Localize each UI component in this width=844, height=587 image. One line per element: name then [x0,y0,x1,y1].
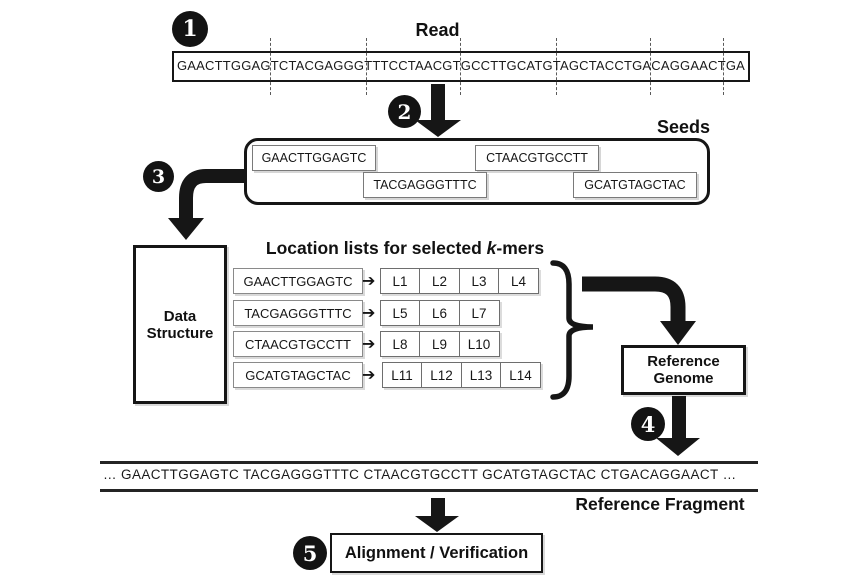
location-cell: L5 [379,300,421,326]
right-arrow-icon: ➔ [362,365,376,384]
right-arrow-icon: ➔ [362,334,376,353]
step-2-number: 2 [397,99,412,124]
read-segment-tick [270,38,271,95]
curly-brace-icon [550,260,594,400]
step-3-badge: 3 [143,161,174,192]
kmer-box: GAACTTGGAGTC [233,268,363,294]
alignment-verification-box: Alignment / Verification [330,533,543,573]
read-segment-tick [366,38,367,95]
location-cell: L2 [419,268,460,294]
seed-item: GAACTTGGAGTC [252,145,376,171]
location-cell: L11 [381,362,423,388]
seed-item: CTAACGTGCCTT [475,145,599,171]
read-box [172,51,750,82]
kmer-box: TACGAGGGTTTC [233,300,363,326]
step-5-badge: 5 [293,536,327,570]
location-cell: L1 [379,268,421,294]
location-lists-title-k: k [486,238,497,258]
data-structure-label-line1: Data [163,307,197,325]
location-lists-title-suffix: -mers [496,238,545,258]
arrow-down-read-to-seeds-icon [415,84,461,137]
location-lists-title-text: Location lists for selected [265,238,487,258]
location-cell: L8 [379,331,421,357]
data-structure-box: Data Structure [133,245,227,404]
kmer-box: CTAACGTGCCTT [233,331,363,357]
kmer-box: GCATGTAGCTAC [233,362,363,388]
location-cell: L14 [500,362,541,388]
fragment-bottom-rule [100,489,758,492]
reference-fragment-title: Reference Fragment [575,494,745,514]
step-4-badge: 4 [631,407,665,441]
location-list-row: L1 L2 L3 L4 [379,268,539,294]
seed-item: TACGAGGGTTTC [363,172,487,198]
reference-genome-label-line1: Reference [647,353,720,370]
location-list-row: L8 L9 L10 [379,331,500,357]
step-3-number: 3 [151,165,166,188]
read-segment-tick [723,38,724,95]
location-lists-title: Location lists for selected k-mers [240,238,570,259]
fragment-top-rule [100,461,758,464]
read-segment-tick [460,38,461,95]
alignment-verification-label: Alignment / Verification [344,543,529,562]
step-1-number: 1 [182,16,198,42]
location-cell: L13 [460,362,502,388]
location-cell: L7 [458,300,500,326]
location-list-row: L11 L12 L13 L14 [381,362,541,388]
seed-item: GCATGTAGCTAC [573,172,697,198]
step-4-number: 4 [640,411,656,437]
location-cell: L12 [421,362,462,388]
step-5-number: 5 [302,540,318,566]
reference-fragment-sequence: … GAACTTGGAGTC TACGAGGGTTTC CTAACGTGCCTT… [103,467,737,482]
seeds-title: Seeds [656,117,710,137]
right-arrow-icon: ➔ [362,303,376,322]
arrow-bent-seeds-to-data-structure-icon [168,169,246,240]
location-cell: L10 [458,331,500,357]
read-segment-tick [556,38,557,95]
arrow-bent-locations-to-reference-genome-icon [582,276,696,345]
arrow-down-fragment-to-alignment-icon [415,498,459,532]
location-list-row: L5 L6 L7 [379,300,500,326]
read-sequence: GAACTTGGAGTCTACGAGGGTTTCCTAACGTGCCTTGCAT… [176,58,746,73]
read-title: Read [415,20,460,40]
arrow-down-genome-to-fragment-icon [656,396,700,456]
reference-genome-label-line2: Genome [653,370,714,387]
step-2-badge: 2 [388,95,421,128]
location-cell: L3 [458,268,500,294]
right-arrow-icon: ➔ [362,271,376,290]
location-cell: L9 [419,331,460,357]
reference-genome-box: Reference Genome [621,345,746,395]
step-1-badge: 1 [172,11,208,47]
location-cell: L4 [498,268,539,294]
data-structure-label-line2: Structure [146,324,214,342]
read-segment-tick [650,38,651,95]
location-cell: L6 [419,300,460,326]
